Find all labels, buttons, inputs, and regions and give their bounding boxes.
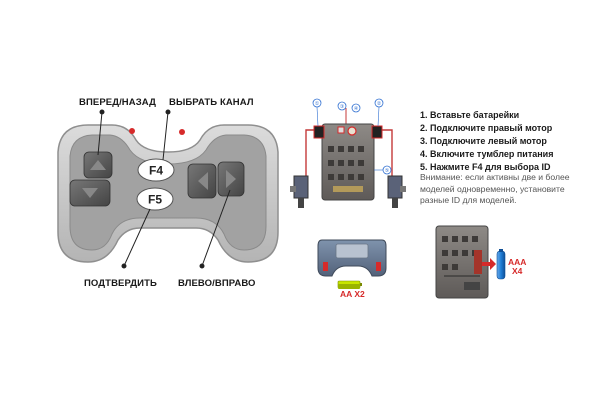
left-motor-connector xyxy=(313,125,325,139)
aaa-caption-line1: AAA xyxy=(508,257,527,267)
callout-2: ② xyxy=(377,101,382,107)
forward-button[interactable] xyxy=(83,151,113,179)
receiver-wiring-diagram: ① ② ③ ④ ⑤ xyxy=(290,98,406,208)
instruction-step: 5. Нажмите F4 для выбора ID xyxy=(420,162,551,172)
instruction-step: 3. Подключите левый мотор xyxy=(420,136,547,146)
right-turn-button[interactable] xyxy=(217,161,245,197)
label-left-right: ВЛЕВО/ВПРАВО xyxy=(178,278,256,289)
leader-confirm xyxy=(123,208,151,267)
f4-key-label: F4 xyxy=(149,164,163,178)
f5-key[interactable]: F5 xyxy=(136,187,174,211)
leader-left-right xyxy=(201,189,231,267)
id-warning-note: Внимание: если активны две и более модел… xyxy=(420,172,570,205)
right-motor-connector xyxy=(371,125,383,139)
label-forward-back: ВПЕРЕД/НАЗАД xyxy=(79,97,156,108)
callout-5: ⑤ xyxy=(385,168,390,174)
receiver-battery-pack xyxy=(435,225,506,299)
callout-1: ① xyxy=(315,101,320,107)
callout-4: ④ xyxy=(354,106,359,112)
remote-battery-compartment xyxy=(317,239,387,289)
leader-select-channel xyxy=(162,111,169,161)
id-button xyxy=(337,126,345,134)
back-button[interactable] xyxy=(69,179,111,207)
arrow-left-icon xyxy=(198,172,208,190)
label-confirm: ПОДТВЕРДИТЬ xyxy=(84,278,157,289)
remote-callout-lines xyxy=(97,109,231,269)
f5-key-label: F5 xyxy=(148,193,162,207)
label-select-channel: ВЫБРАТЬ КАНАЛ xyxy=(169,97,254,108)
aaa-battery-icon xyxy=(496,249,506,280)
left-turn-button[interactable] xyxy=(187,163,217,199)
instruction-step: 2. Подключите правый мотор xyxy=(420,123,553,133)
arrow-insert-icon xyxy=(482,258,496,270)
arrow-up-icon xyxy=(90,160,106,170)
aa-battery-icon xyxy=(337,280,362,289)
leader-forward-back xyxy=(97,111,103,156)
aa-battery-caption: AA X2 xyxy=(340,289,365,299)
instruction-step: 1. Вставьте батарейки xyxy=(420,110,520,120)
f4-key[interactable]: F4 xyxy=(137,158,175,182)
callout-3: ③ xyxy=(340,104,345,110)
arrow-down-icon xyxy=(82,188,98,198)
right-shoulder-led xyxy=(179,129,185,135)
instruction-list: 1. Вставьте батарейки 2. Подключите прав… xyxy=(420,109,553,174)
aaa-battery-caption: AAA X4 xyxy=(508,258,526,276)
right-motor xyxy=(387,175,406,208)
left-shoulder-led xyxy=(129,128,135,134)
aaa-caption-line2: X4 xyxy=(512,266,523,276)
power-switch xyxy=(347,126,357,136)
left-motor xyxy=(290,175,309,208)
instruction-step: 4. Включите тумблер питания xyxy=(420,149,554,159)
arrow-right-icon xyxy=(226,170,236,188)
